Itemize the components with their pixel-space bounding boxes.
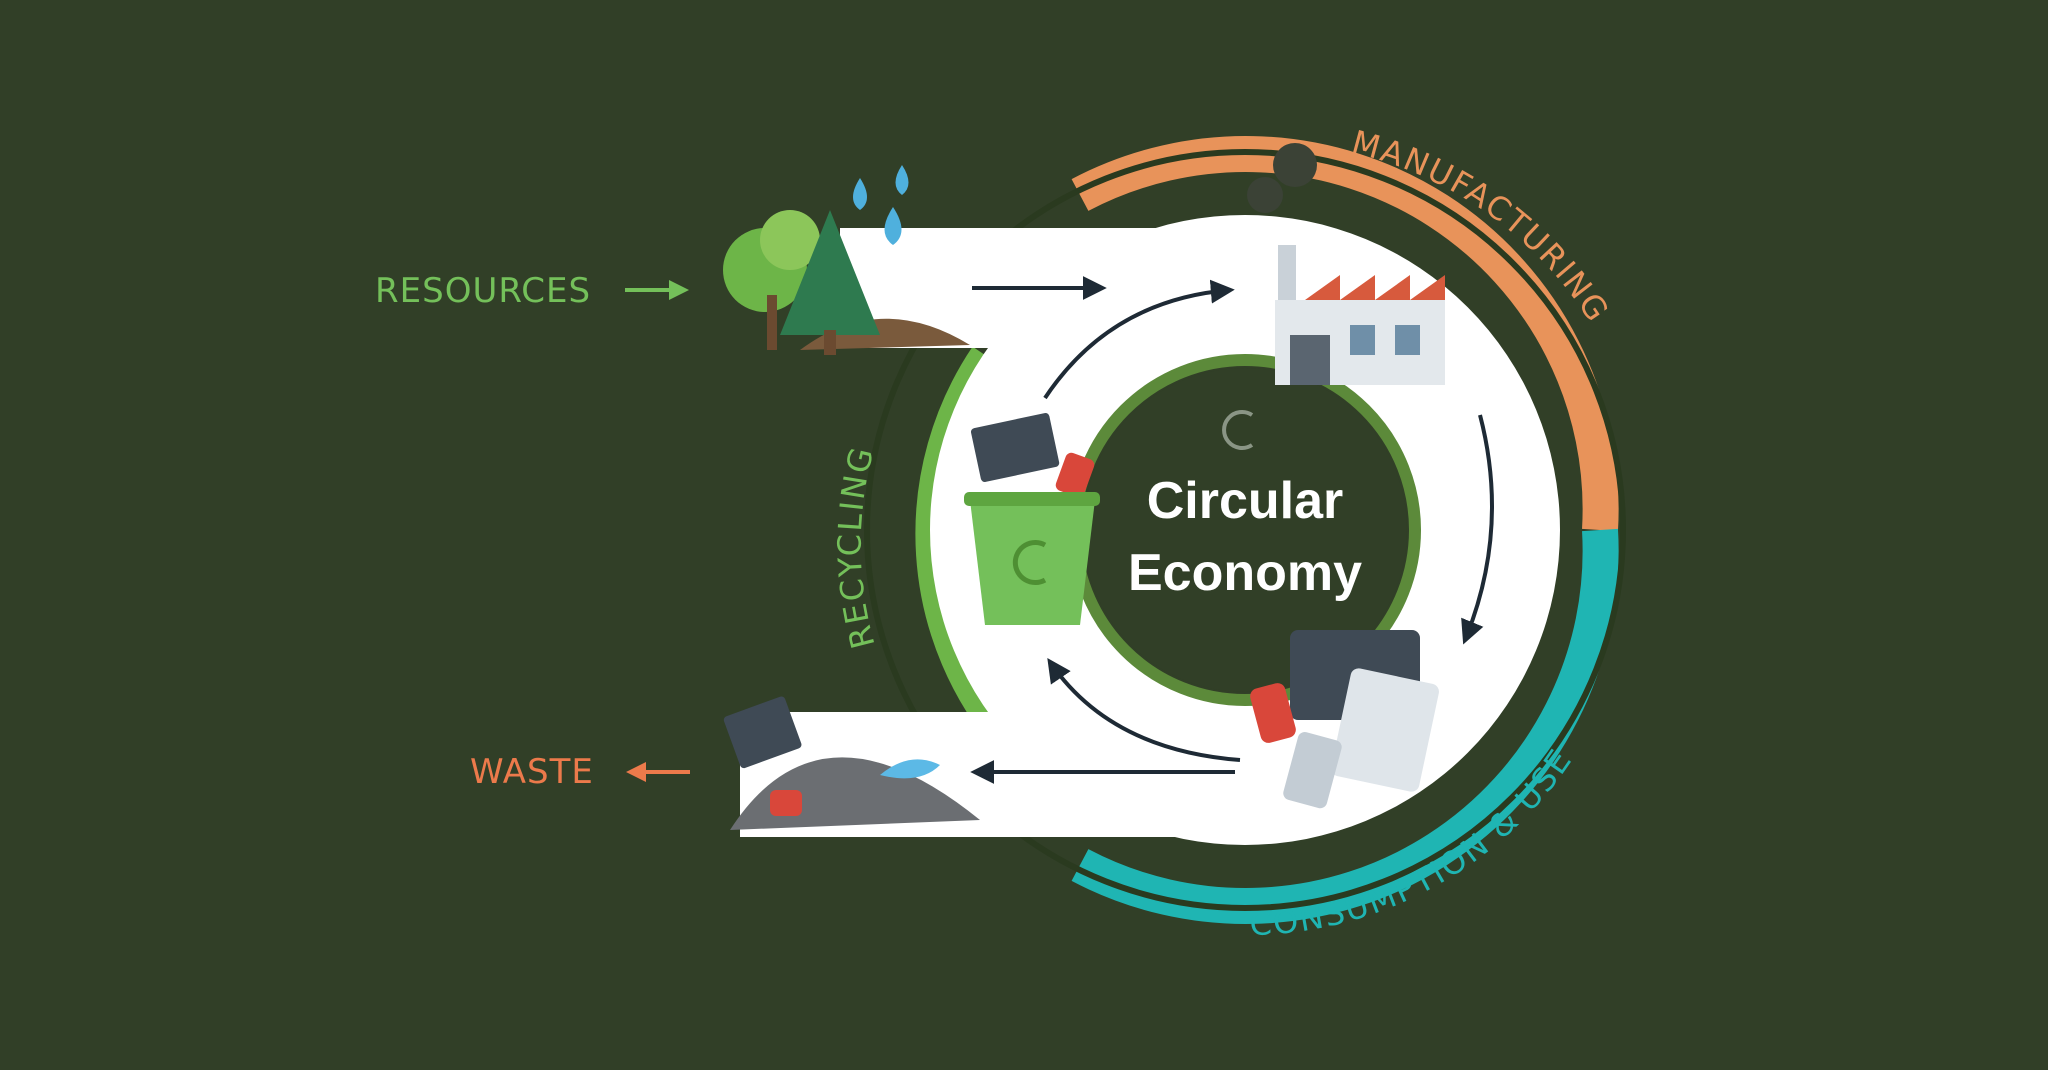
can-icon bbox=[1055, 452, 1095, 498]
can-icon bbox=[770, 790, 802, 816]
water-drop-icon bbox=[895, 165, 909, 195]
recycling-bin-icon bbox=[970, 500, 1095, 625]
flow-arrows bbox=[970, 276, 1494, 784]
plastic-bottle-icon bbox=[880, 759, 940, 779]
waste-illustration bbox=[723, 696, 980, 830]
pine-tree-icon bbox=[780, 210, 880, 335]
factory-illustration bbox=[1247, 143, 1445, 385]
waste-label-group: WASTE bbox=[470, 752, 690, 792]
ring-outline bbox=[864, 149, 1626, 911]
resources-label: RESOURCES bbox=[375, 271, 591, 311]
resources-illustration bbox=[723, 165, 970, 355]
water-drop-icon bbox=[884, 207, 902, 245]
center-title-line1: Circular bbox=[1147, 472, 1344, 530]
bin-logo-icon bbox=[1012, 540, 1047, 585]
factory-roof bbox=[1305, 275, 1445, 300]
broken-monitor-icon bbox=[723, 696, 802, 769]
pine-trunk bbox=[824, 330, 836, 355]
smoke-icon bbox=[1273, 143, 1317, 187]
center-title-line2: Economy bbox=[1128, 544, 1362, 602]
smoke-icon bbox=[1247, 177, 1283, 213]
bin-rim bbox=[964, 492, 1100, 506]
center-title: Circular Economy bbox=[1128, 410, 1362, 602]
phone-icon bbox=[1283, 732, 1342, 809]
devices-illustration bbox=[1250, 630, 1439, 809]
factory-chimney bbox=[1278, 245, 1296, 305]
can-icon bbox=[1250, 683, 1296, 743]
tree-trunk bbox=[767, 295, 777, 350]
factory-door bbox=[1290, 335, 1330, 385]
recycling-label: RECYCLING bbox=[831, 442, 883, 652]
water-drop-icon bbox=[853, 178, 867, 210]
inner-core bbox=[1083, 368, 1407, 692]
recycle-to-manufacture-arrow bbox=[1043, 279, 1235, 400]
waste-label: WASTE bbox=[470, 752, 594, 792]
factory-window bbox=[1395, 325, 1420, 355]
logo-icon bbox=[1222, 410, 1254, 450]
resources-label-group: RESOURCES bbox=[375, 271, 689, 311]
tablet-icon bbox=[1331, 668, 1439, 792]
tree-crown bbox=[760, 210, 820, 270]
broken-monitor-icon bbox=[971, 413, 1060, 482]
consume-to-recycle-arrow bbox=[1047, 658, 1241, 762]
manufacture-to-consume-arrow bbox=[1461, 414, 1494, 645]
recycling-bin-illustration bbox=[964, 413, 1100, 625]
factory-window bbox=[1350, 325, 1375, 355]
